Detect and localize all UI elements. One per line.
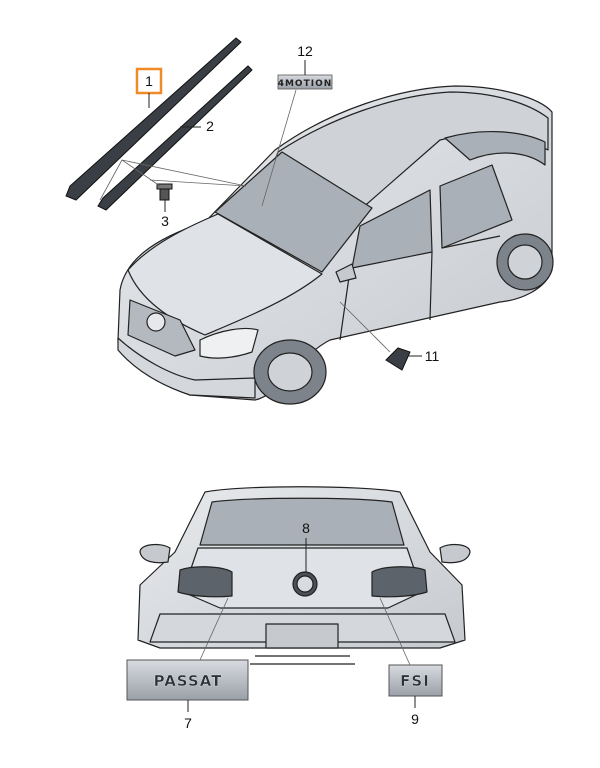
rear-wheel <box>496 233 554 291</box>
leader-lines-roof <box>99 159 247 201</box>
windshield <box>214 151 373 273</box>
callout-12[interactable]: 12 <box>297 43 313 59</box>
front-vw-logo <box>146 312 166 332</box>
tail-lamp-left <box>177 566 233 598</box>
roof-moulding-parts <box>65 37 253 211</box>
car-rear-view <box>137 486 471 665</box>
headlamp <box>199 327 259 359</box>
side-mirror <box>335 263 357 283</box>
callout-9[interactable]: 9 <box>411 711 419 727</box>
rear-vw-logo-part-8 <box>292 571 318 597</box>
license-plate-recess <box>265 623 339 649</box>
passat-badge-text: PASSAT <box>154 672 223 690</box>
clip-part-3 <box>156 183 173 201</box>
passat-badge-part-7: PASSAT <box>126 597 249 712</box>
bumper-lines <box>250 655 355 665</box>
mirror-left <box>139 543 171 564</box>
fender-badge-part-11 <box>339 301 411 371</box>
mirror-right <box>439 543 471 564</box>
motion-badge-text: 4MOTION <box>278 79 333 89</box>
front-wheel <box>253 339 327 405</box>
callout-1[interactable]: 1 <box>145 73 153 89</box>
rear-window <box>444 131 546 166</box>
roof-moulding-2 <box>97 65 253 211</box>
rear-window-bottom <box>199 497 405 546</box>
car-front-view <box>117 85 554 405</box>
side-window-rear <box>439 164 513 249</box>
callout-7[interactable]: 7 <box>184 715 192 731</box>
tail-lamp-right <box>371 566 428 598</box>
callout-1-box[interactable] <box>135 67 163 95</box>
callout-8[interactable]: 8 <box>302 520 310 536</box>
door-lines <box>339 235 501 341</box>
callout-3[interactable]: 3 <box>161 213 169 229</box>
motion-badge-part-12: 4MOTION <box>261 74 333 207</box>
callout-11[interactable]: 11 <box>425 348 440 364</box>
hood <box>127 213 323 336</box>
front-bumper <box>117 337 256 399</box>
callout-2[interactable]: 2 <box>206 118 214 134</box>
fsi-badge-text: FSI <box>400 672 430 690</box>
roof-moulding-1 <box>65 37 242 201</box>
fsi-badge-part-9: FSI <box>379 597 443 708</box>
